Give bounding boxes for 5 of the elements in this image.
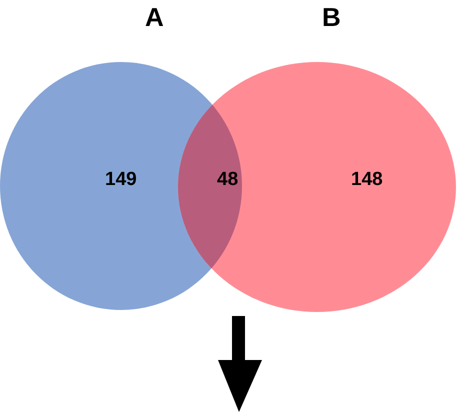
count-label: 148 — [351, 170, 383, 189]
count-label: 48 — [217, 170, 238, 189]
set-label: A — [145, 4, 164, 30]
set-label: B — [322, 4, 341, 30]
count-label: 149 — [105, 170, 137, 189]
